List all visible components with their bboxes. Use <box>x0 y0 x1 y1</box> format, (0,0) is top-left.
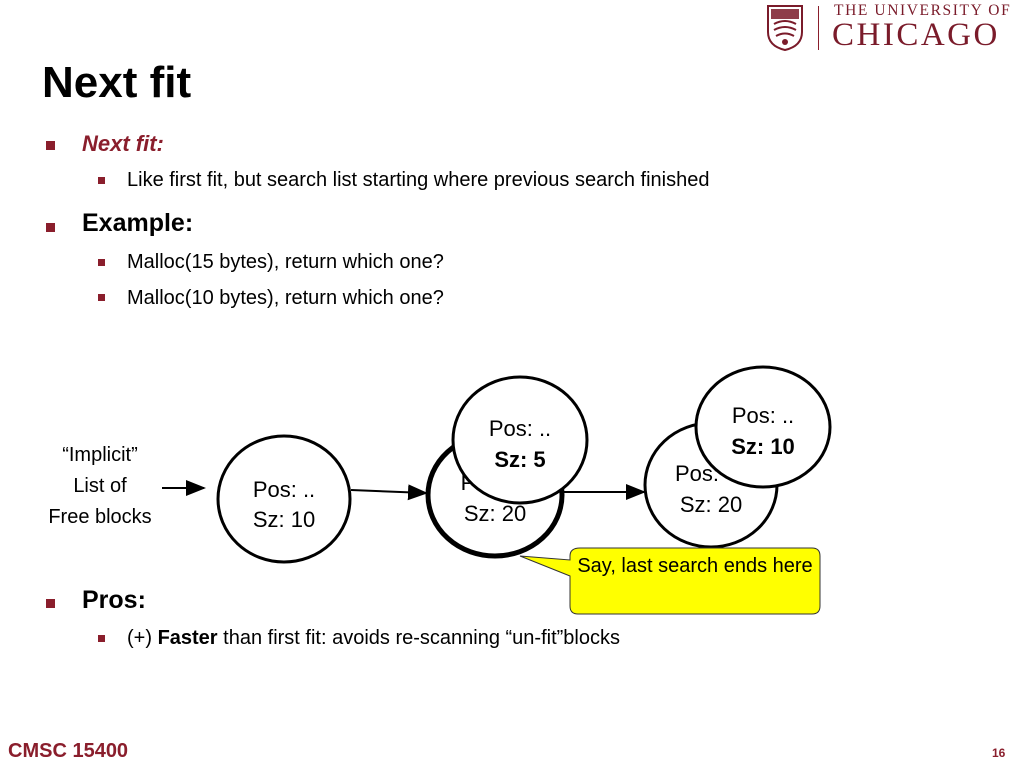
node-pos-label: Pos: .. <box>732 403 794 428</box>
node-pos-label: Pos: .. <box>489 416 551 441</box>
bullet-next-fit: Next fit: <box>82 131 164 156</box>
free-block-node-overlay: Pos: .. Sz: 5 <box>451 375 589 505</box>
node-pos-label: Pos: .. <box>253 477 315 502</box>
bullet-square-icon <box>46 141 55 150</box>
university-seal-icon <box>767 5 803 52</box>
page-number: 16 <box>992 746 1006 760</box>
sub-bullet-text: Malloc(10 bytes), return which one? <box>127 287 444 309</box>
node-size-label: Sz: 5 <box>494 447 545 472</box>
pros-prefix: (+) <box>127 627 158 649</box>
implicit-list-label: “Implicit” List of Free blocks <box>30 440 170 533</box>
pros-bold-word: Faster <box>157 627 218 649</box>
implicit-label-line: List of <box>73 475 127 497</box>
free-block-node-overlay: Pos: .. Sz: 10 <box>694 365 832 489</box>
logo-divider <box>818 6 819 50</box>
page-title: Next fit <box>42 58 192 107</box>
footer-course-label: CMSC 15400 <box>8 740 129 762</box>
bullet-pros: Pros: <box>82 586 146 614</box>
logo-university-text: THE UNIVERSITY OF <box>834 2 1012 19</box>
implicit-label-line: “Implicit” <box>62 444 138 466</box>
bullet-example: Example: <box>82 209 194 237</box>
node-size-label: Sz: 20 <box>680 492 742 517</box>
pros-rest: than first fit: avoids re-scanning “un-f… <box>217 627 620 649</box>
sub-bullet-text: Malloc(15 bytes), return which one? <box>127 251 444 273</box>
sub-bullet-square-icon <box>98 635 105 642</box>
node-size-label: Sz: 10 <box>731 434 795 459</box>
logo-chicago-text: CHICAGO <box>832 17 1000 53</box>
node-size-label: Sz: 10 <box>253 507 315 532</box>
arrow-block-1-to-2 <box>350 484 428 501</box>
sub-bullet-square-icon <box>98 177 105 184</box>
sub-bullet-pros-text: (+) Faster than first fit: avoids re-sca… <box>127 627 620 650</box>
sub-bullet-square-icon <box>98 259 105 266</box>
callout-text: Say, last search ends here <box>577 555 813 577</box>
callout <box>519 547 821 615</box>
implicit-label-line: Free blocks <box>48 506 152 528</box>
sub-bullet-square-icon <box>98 294 105 301</box>
free-block-node: Pos: .. Sz: 10 <box>216 434 352 564</box>
node-size-label: Sz: 20 <box>464 501 526 526</box>
bullet-square-icon <box>46 599 55 608</box>
sub-bullet-text: Like first fit, but search list starting… <box>127 169 710 191</box>
bullet-square-icon <box>46 223 55 232</box>
